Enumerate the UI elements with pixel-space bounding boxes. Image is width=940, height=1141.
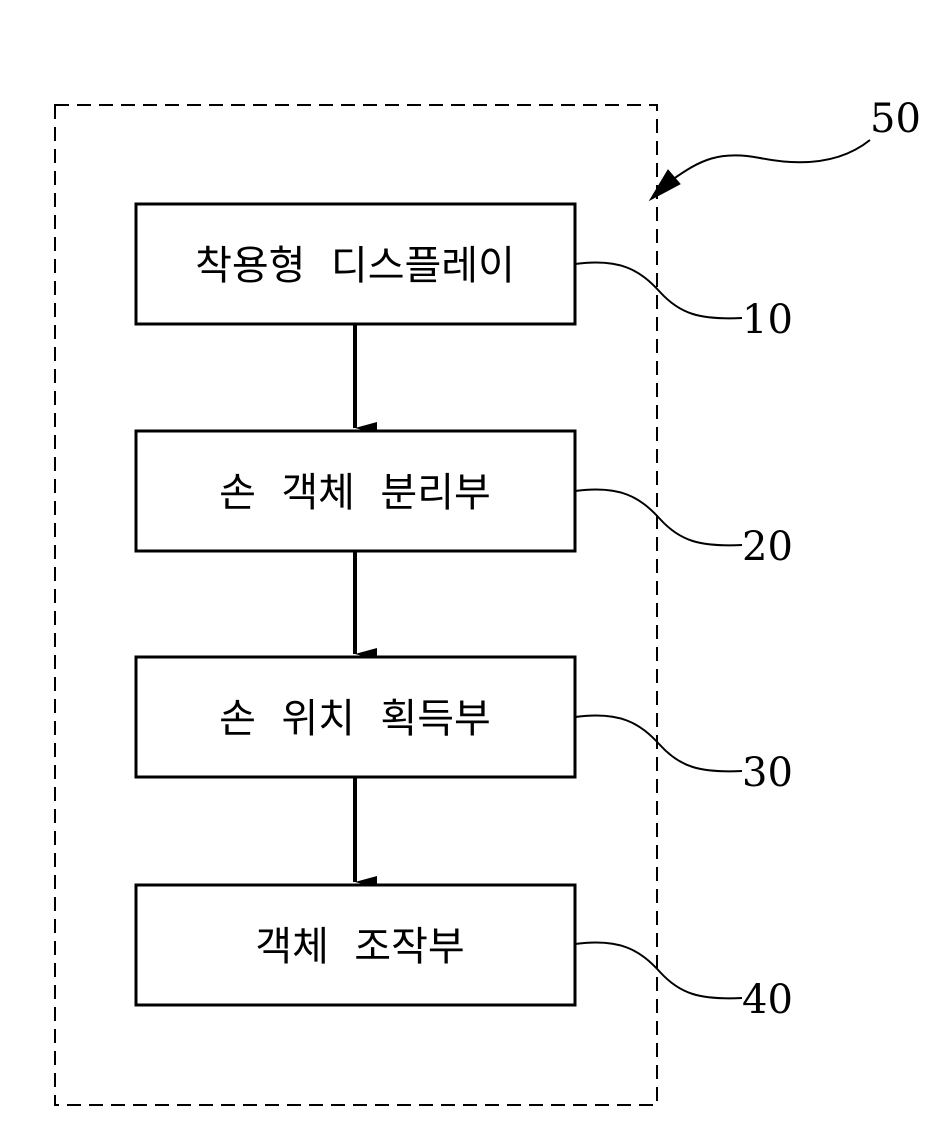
block-wearable-display-ref: 10	[742, 297, 793, 343]
block-hand-object-separator-label: 손 객체 분리부	[219, 470, 491, 516]
block-hand-position-acquirer-label: 손 위치 획득부	[219, 696, 491, 742]
block-object-manipulator-label: 객체 조작부	[255, 924, 464, 970]
block-wearable-display-label: 착용형 디스플레이	[195, 243, 515, 289]
system-pointer-arrowhead	[650, 170, 680, 200]
system-leader-line	[672, 140, 870, 180]
block-wearable-display-leader	[575, 262, 742, 318]
block-hand-position-acquirer-ref: 30	[742, 750, 793, 796]
system-ref-label: 50	[870, 96, 921, 142]
block-hand-object-separator-ref: 20	[742, 524, 793, 570]
block-hand-object-separator-leader	[575, 489, 742, 545]
block-object-manipulator-leader	[575, 942, 742, 998]
block-hand-position-acquirer-leader	[575, 715, 742, 771]
block-object-manipulator-ref: 40	[742, 977, 793, 1023]
